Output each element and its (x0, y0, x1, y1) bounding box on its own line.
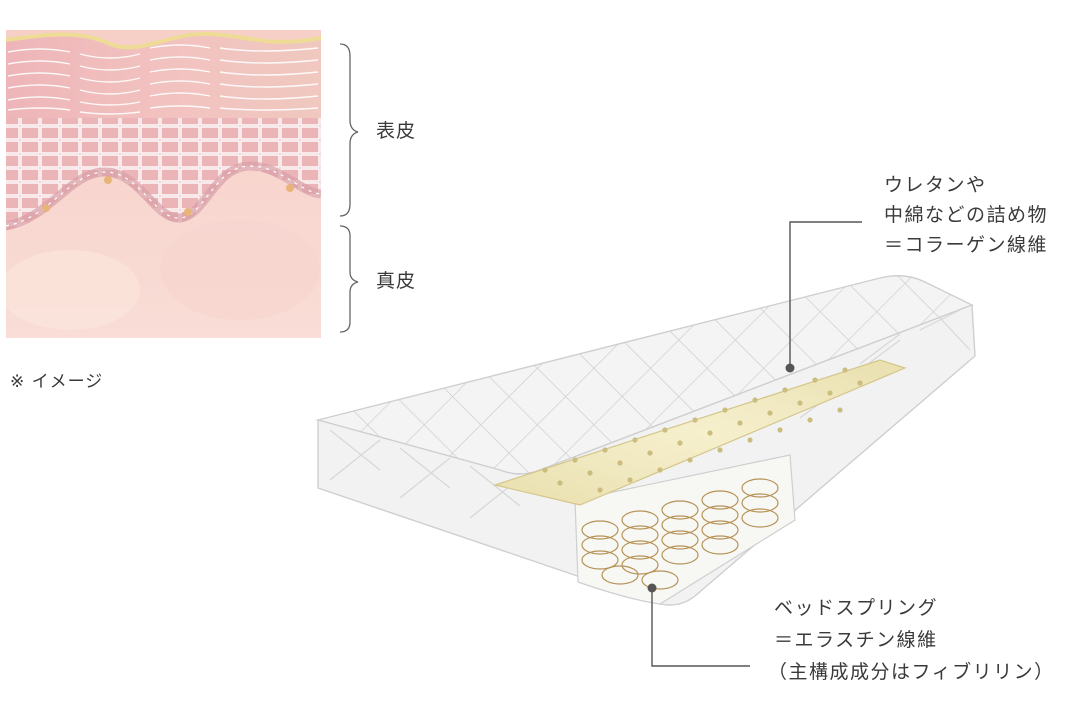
mattress-cutaway (574, 454, 796, 605)
spring-label-line-3: （主構成成分はフィブリリン） (768, 661, 1055, 683)
springs (581, 478, 779, 590)
basal-layer (6, 161, 321, 231)
spring-label-line-2: ＝エラスチン線維 (774, 629, 938, 651)
foam-layer (492, 359, 907, 506)
spring-leader-line (651, 588, 750, 667)
filling-label-line-3: ＝コラーゲン線維 (884, 234, 1049, 256)
mattress-illustration (315, 275, 976, 606)
spring-leader-dot (647, 583, 657, 593)
filling-label-line-1: ウレタンや (884, 174, 987, 196)
filling-leader-dot (785, 363, 795, 373)
image-note: ※ イメージ (10, 372, 104, 392)
filling-label: ウレタンや 中綿などの詰め物 ＝コラーゲン線維 (884, 170, 1048, 260)
spring-label-line-1: ベッドスプリング (774, 597, 939, 619)
epidermis-label: 表皮 (376, 120, 417, 142)
spring-label: ベッドスプリング ＝エラスチン線維 （主構成成分はフィブリリン） (768, 592, 1055, 688)
skin-cross-section (6, 30, 321, 338)
filling-label-line-2: 中綿などの詰め物 (884, 204, 1049, 226)
dermis-label: 真皮 (376, 270, 417, 292)
foam-holes (542, 367, 863, 493)
braces (339, 43, 359, 333)
stratum-spinosum (6, 118, 321, 230)
leader-lines (651, 221, 862, 667)
filling-leader-line (789, 221, 862, 368)
